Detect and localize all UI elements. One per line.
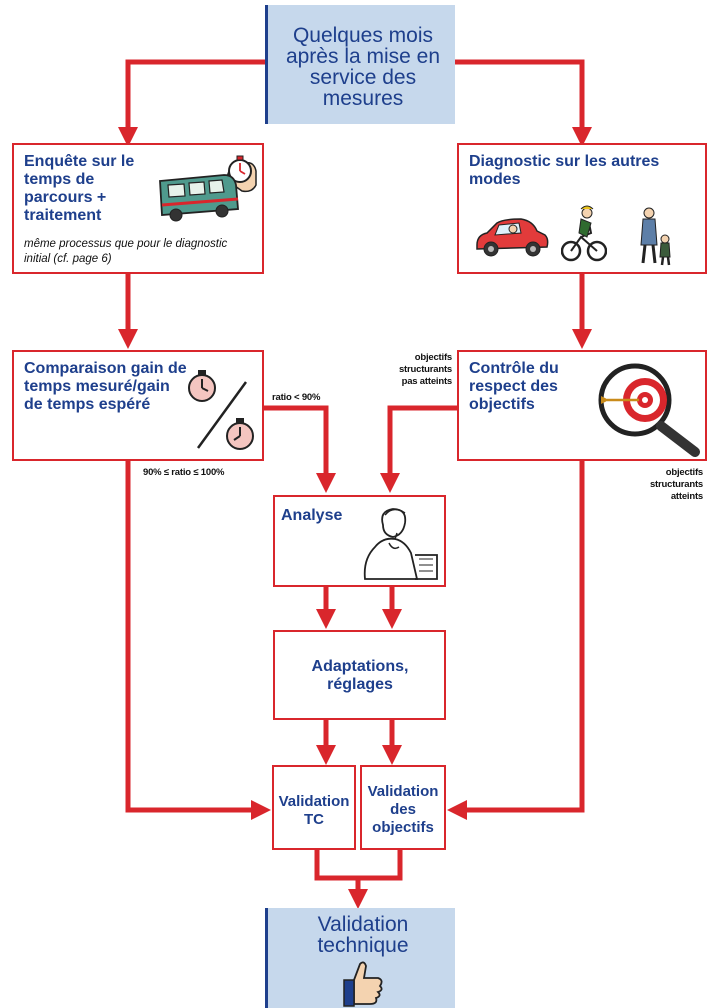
survey-box: Enquête sur le temps de parcours + trait… [12, 143, 264, 274]
arrow-compare-to-analysis [264, 405, 336, 493]
final-header: Validation technique [265, 908, 455, 1008]
compare-box: Comparaison gain de temps mesuré/gain de… [12, 350, 264, 461]
validation-objectives-title: Validation des objectifs [367, 783, 439, 836]
arrow-control-to-validobj [447, 461, 585, 820]
cyclist-icon [561, 205, 607, 262]
final-header-title: Validation technique [317, 913, 409, 957]
analysis-title: Analyse [281, 507, 343, 524]
arrow-compare-to-validtc [125, 461, 271, 820]
label-ratio-ok: 90% ≤ ratio ≤ 100% [143, 467, 225, 478]
pedestrian-icon [640, 207, 671, 266]
analysis-box: Analyse [273, 495, 446, 587]
adapt-box: Adaptations, réglages [273, 630, 446, 720]
start-header: Quelques mois après la mise en service d… [265, 5, 455, 124]
compare-title: Comparaison gain de temps mesuré/gain de… [24, 360, 187, 413]
arrow-top-to-survey [118, 59, 265, 147]
stopwatch-icon [188, 370, 254, 450]
validation-tc-title: Validation TC [278, 793, 350, 828]
arrow-validations-to-final [314, 850, 403, 900]
label-obj-not-met: objectifs structurants pas atteints [398, 352, 452, 387]
survey-title: Enquête sur le temps de parcours + trait… [24, 153, 135, 224]
label-ratio-low: ratio < 90% [272, 392, 321, 403]
bus-icon [159, 174, 239, 222]
target-magnifier-icon [598, 363, 700, 457]
thinking-person-icon [363, 508, 438, 580]
thumbs-up-icon [343, 961, 383, 1007]
control-title: Contrôle du respect des objectifs [469, 360, 559, 413]
start-header-title: Quelques mois après la mise en service d… [285, 24, 441, 110]
arrow-top-to-other-modes [455, 59, 592, 147]
control-box: Contrôle du respect des objectifs [457, 350, 707, 461]
validation-objectives-box: Validation des objectifs [360, 765, 446, 850]
label-obj-met: objectifs structurants atteints [649, 467, 703, 502]
arrow-control-to-analysis [380, 405, 457, 493]
other-modes-box: Diagnostic sur les autres modes [457, 143, 707, 274]
other-modes-title: Diagnostic sur les autres modes [469, 153, 660, 188]
adapt-title: Adaptations, réglages [311, 658, 409, 693]
car-icon [476, 218, 549, 257]
survey-note: même processus que pour le diagnostic in… [24, 238, 228, 265]
validation-tc-box: Validation TC [272, 765, 356, 850]
